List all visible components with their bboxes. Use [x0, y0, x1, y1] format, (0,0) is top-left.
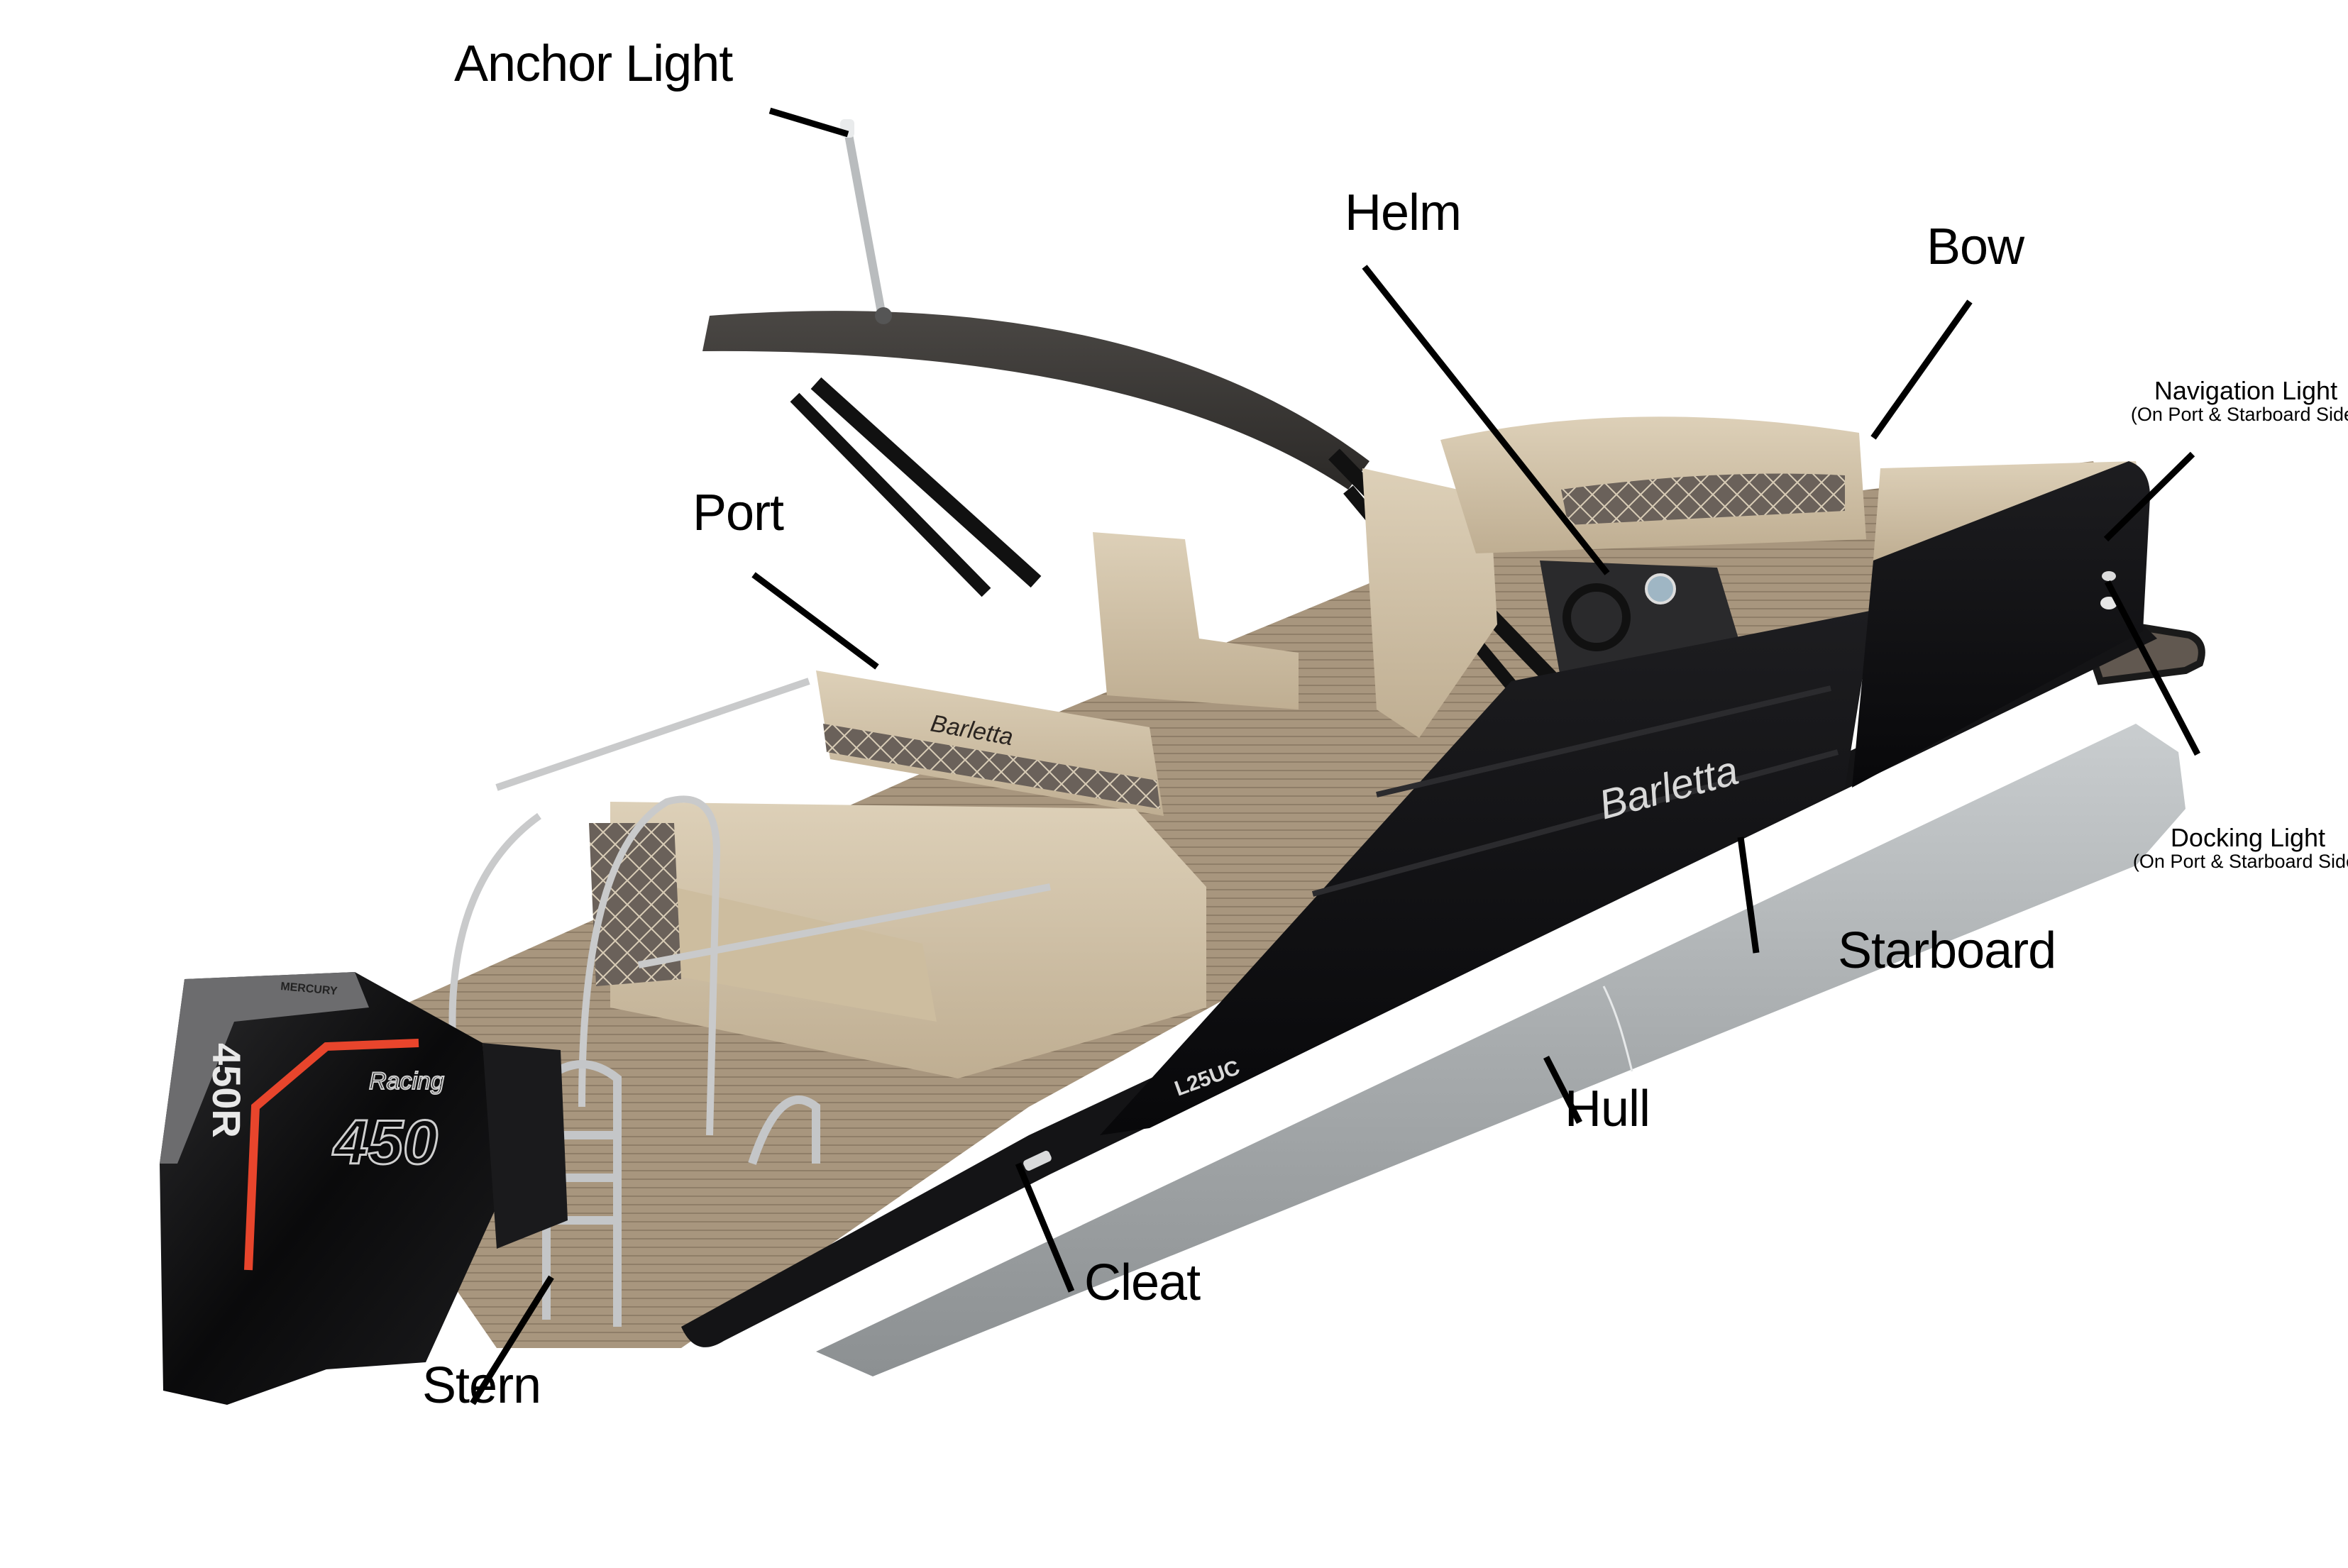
label-docking-light-title: Docking Light [2170, 823, 2326, 852]
starboard-fence: Barletta L25UC [1100, 461, 2150, 1135]
label-navigation-light-title: Navigation Light [2154, 376, 2338, 405]
label-navigation-light-subtitle: (On Port & Starboard Side) [2130, 403, 2348, 425]
label-port: Port [693, 485, 784, 541]
motor-maker-text: MERCURY [280, 981, 338, 998]
rear-lounge-seat: Barletta [589, 670, 1206, 1078]
label-cleat: Cleat [1084, 1254, 1201, 1311]
motor-top-text: 450R [204, 1043, 249, 1138]
label-helm: Helm [1345, 184, 1462, 241]
label-anchor-light: Anchor Light [454, 35, 733, 92]
stern-rails [448, 678, 1051, 1136]
leader-line-navigation-light [2103, 451, 2195, 542]
leader-line-helm [1362, 265, 1610, 575]
cleat-fixture [1023, 1150, 1052, 1171]
leader-lines [470, 107, 2200, 1406]
label-docking-light-subtitle: (On Port & Starboard Side) [2132, 850, 2348, 872]
leader-line-cleat [1015, 1162, 1075, 1293]
docking-light-fixture [2100, 597, 2117, 609]
motor-racing-text: Racing [369, 1068, 444, 1095]
navigation-light-fixture [2102, 571, 2116, 581]
label-docking-light: Docking Light(On Port & Starboard Side) [2120, 824, 2348, 871]
label-navigation-light: Navigation Light(On Port & Starboard Sid… [2118, 377, 2348, 424]
leader-line-docking-light [2105, 580, 2200, 756]
anchor-light-pole [840, 119, 892, 324]
captain-chairs [1093, 468, 1497, 738]
label-hull: Hull [1565, 1081, 1650, 1137]
leader-line-stern [470, 1275, 554, 1406]
pontoon-tube [816, 724, 2186, 1376]
label-starboard: Starboard [1838, 922, 2056, 979]
leader-line-starboard [1737, 837, 1760, 954]
leader-line-hull [1543, 1055, 1583, 1125]
label-stern: Stern [422, 1357, 541, 1414]
leader-line-port [751, 572, 879, 670]
label-bow: Bow [1927, 219, 2024, 275]
leader-line-bow [1870, 299, 1973, 440]
motor-model-text: 450 [332, 1107, 438, 1177]
outboard-motor: 450 Racing 450R MERCURY [160, 972, 568, 1405]
leader-line-anchor-light [768, 107, 849, 138]
helm-console [1540, 561, 1738, 681]
